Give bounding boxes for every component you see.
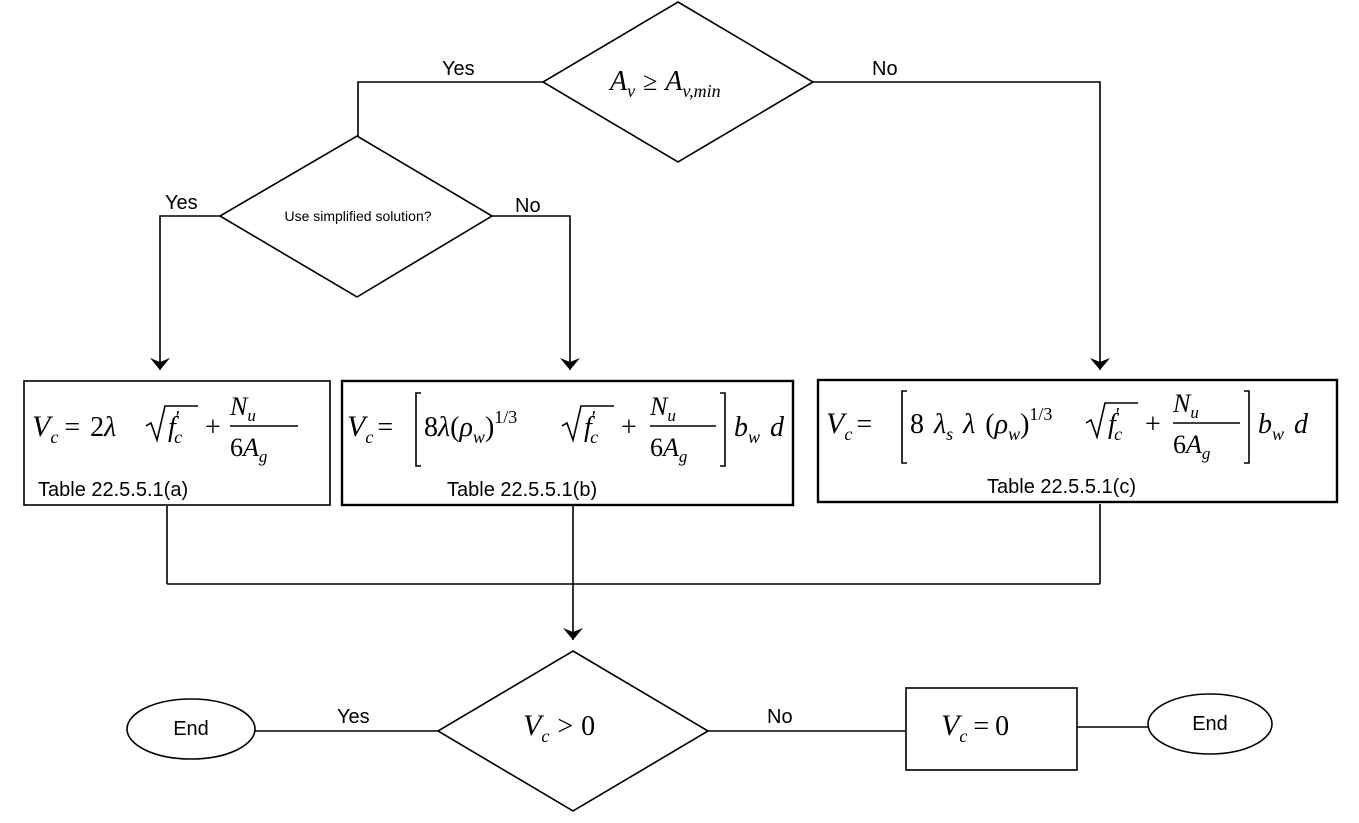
decision-simplified-yes-label: Yes: [165, 192, 198, 214]
decision-simplified: [218, 135, 494, 298]
svg-text:Av≥Av,min: Av≥Av,min: [608, 66, 721, 101]
svg-text:Nu: Nu: [1172, 389, 1199, 422]
decision-top-yes-label: Yes: [442, 58, 475, 80]
connector-simplified-yes: [150, 215, 220, 370]
svg-text:6Ag: 6Ag: [1173, 430, 1210, 463]
process-box-b: [340, 379, 795, 507]
svg-text:+: +: [621, 412, 637, 443]
svg-text:Vc=0: Vc=0: [941, 709, 1009, 746]
caption-c: Table 22.5.5.1(c): [987, 476, 1136, 498]
process-box-c: [816, 378, 1339, 504]
decision-top: [541, 1, 815, 163]
svg-text:f′c: f′c: [168, 407, 182, 447]
svg-text:Vc=2λ: Vc=2λ: [32, 410, 116, 447]
decision-bottom-yes-label: Yes: [337, 706, 370, 728]
decision-top-label: Av≥Av,min: [608, 66, 721, 101]
svg-text:+: +: [1145, 409, 1161, 440]
caption-b: Table 22.5.5.1(b): [447, 479, 597, 501]
connector-top-no: [813, 81, 1110, 370]
decision-bottom-label: Vc>0: [523, 709, 595, 746]
svg-text:6Ag: 6Ag: [650, 433, 687, 466]
svg-text:bwd: bwd: [1258, 409, 1309, 444]
svg-text:Vc>0: Vc>0: [523, 709, 595, 746]
decision-bottom-no-label: No: [767, 706, 793, 728]
svg-text:6Ag: 6Ag: [230, 433, 267, 466]
connector-simplified-no: [492, 215, 580, 370]
decision-bottom: [436, 650, 710, 812]
svg-text:Nu: Nu: [649, 392, 676, 425]
svg-text:Nu: Nu: [229, 392, 256, 425]
decision-simplified-no-label: No: [515, 195, 541, 217]
terminal-end-left-label: End: [173, 718, 209, 740]
svg-text:8λ(ρw)1/3: 8λ(ρw)1/3: [424, 407, 517, 447]
decision-simplified-label: Use simplified solution?: [284, 208, 431, 224]
svg-text:+: +: [205, 412, 221, 443]
terminal-end-right-label: End: [1192, 713, 1228, 735]
svg-text:bwd: bwd: [734, 412, 785, 447]
svg-text:Vc=: Vc=: [826, 407, 872, 444]
process-box-zero: [905, 687, 1078, 771]
svg-text:f′c: f′c: [584, 407, 598, 447]
caption-a: Table 22.5.5.1(a): [38, 479, 188, 501]
connector-top-yes: [357, 81, 543, 138]
svg-text:Vc=: Vc=: [347, 410, 393, 447]
formula-zero: Vc=0: [941, 709, 1009, 746]
decision-top-no-label: No: [872, 58, 898, 80]
terminal-end-left: [126, 698, 256, 760]
terminal-end-right: [1147, 693, 1273, 755]
process-box-a: [23, 380, 331, 506]
svg-text:f′c: f′c: [1108, 404, 1122, 444]
formula-a: Vc=2λ f′c + Nu 6Ag: [32, 392, 298, 466]
